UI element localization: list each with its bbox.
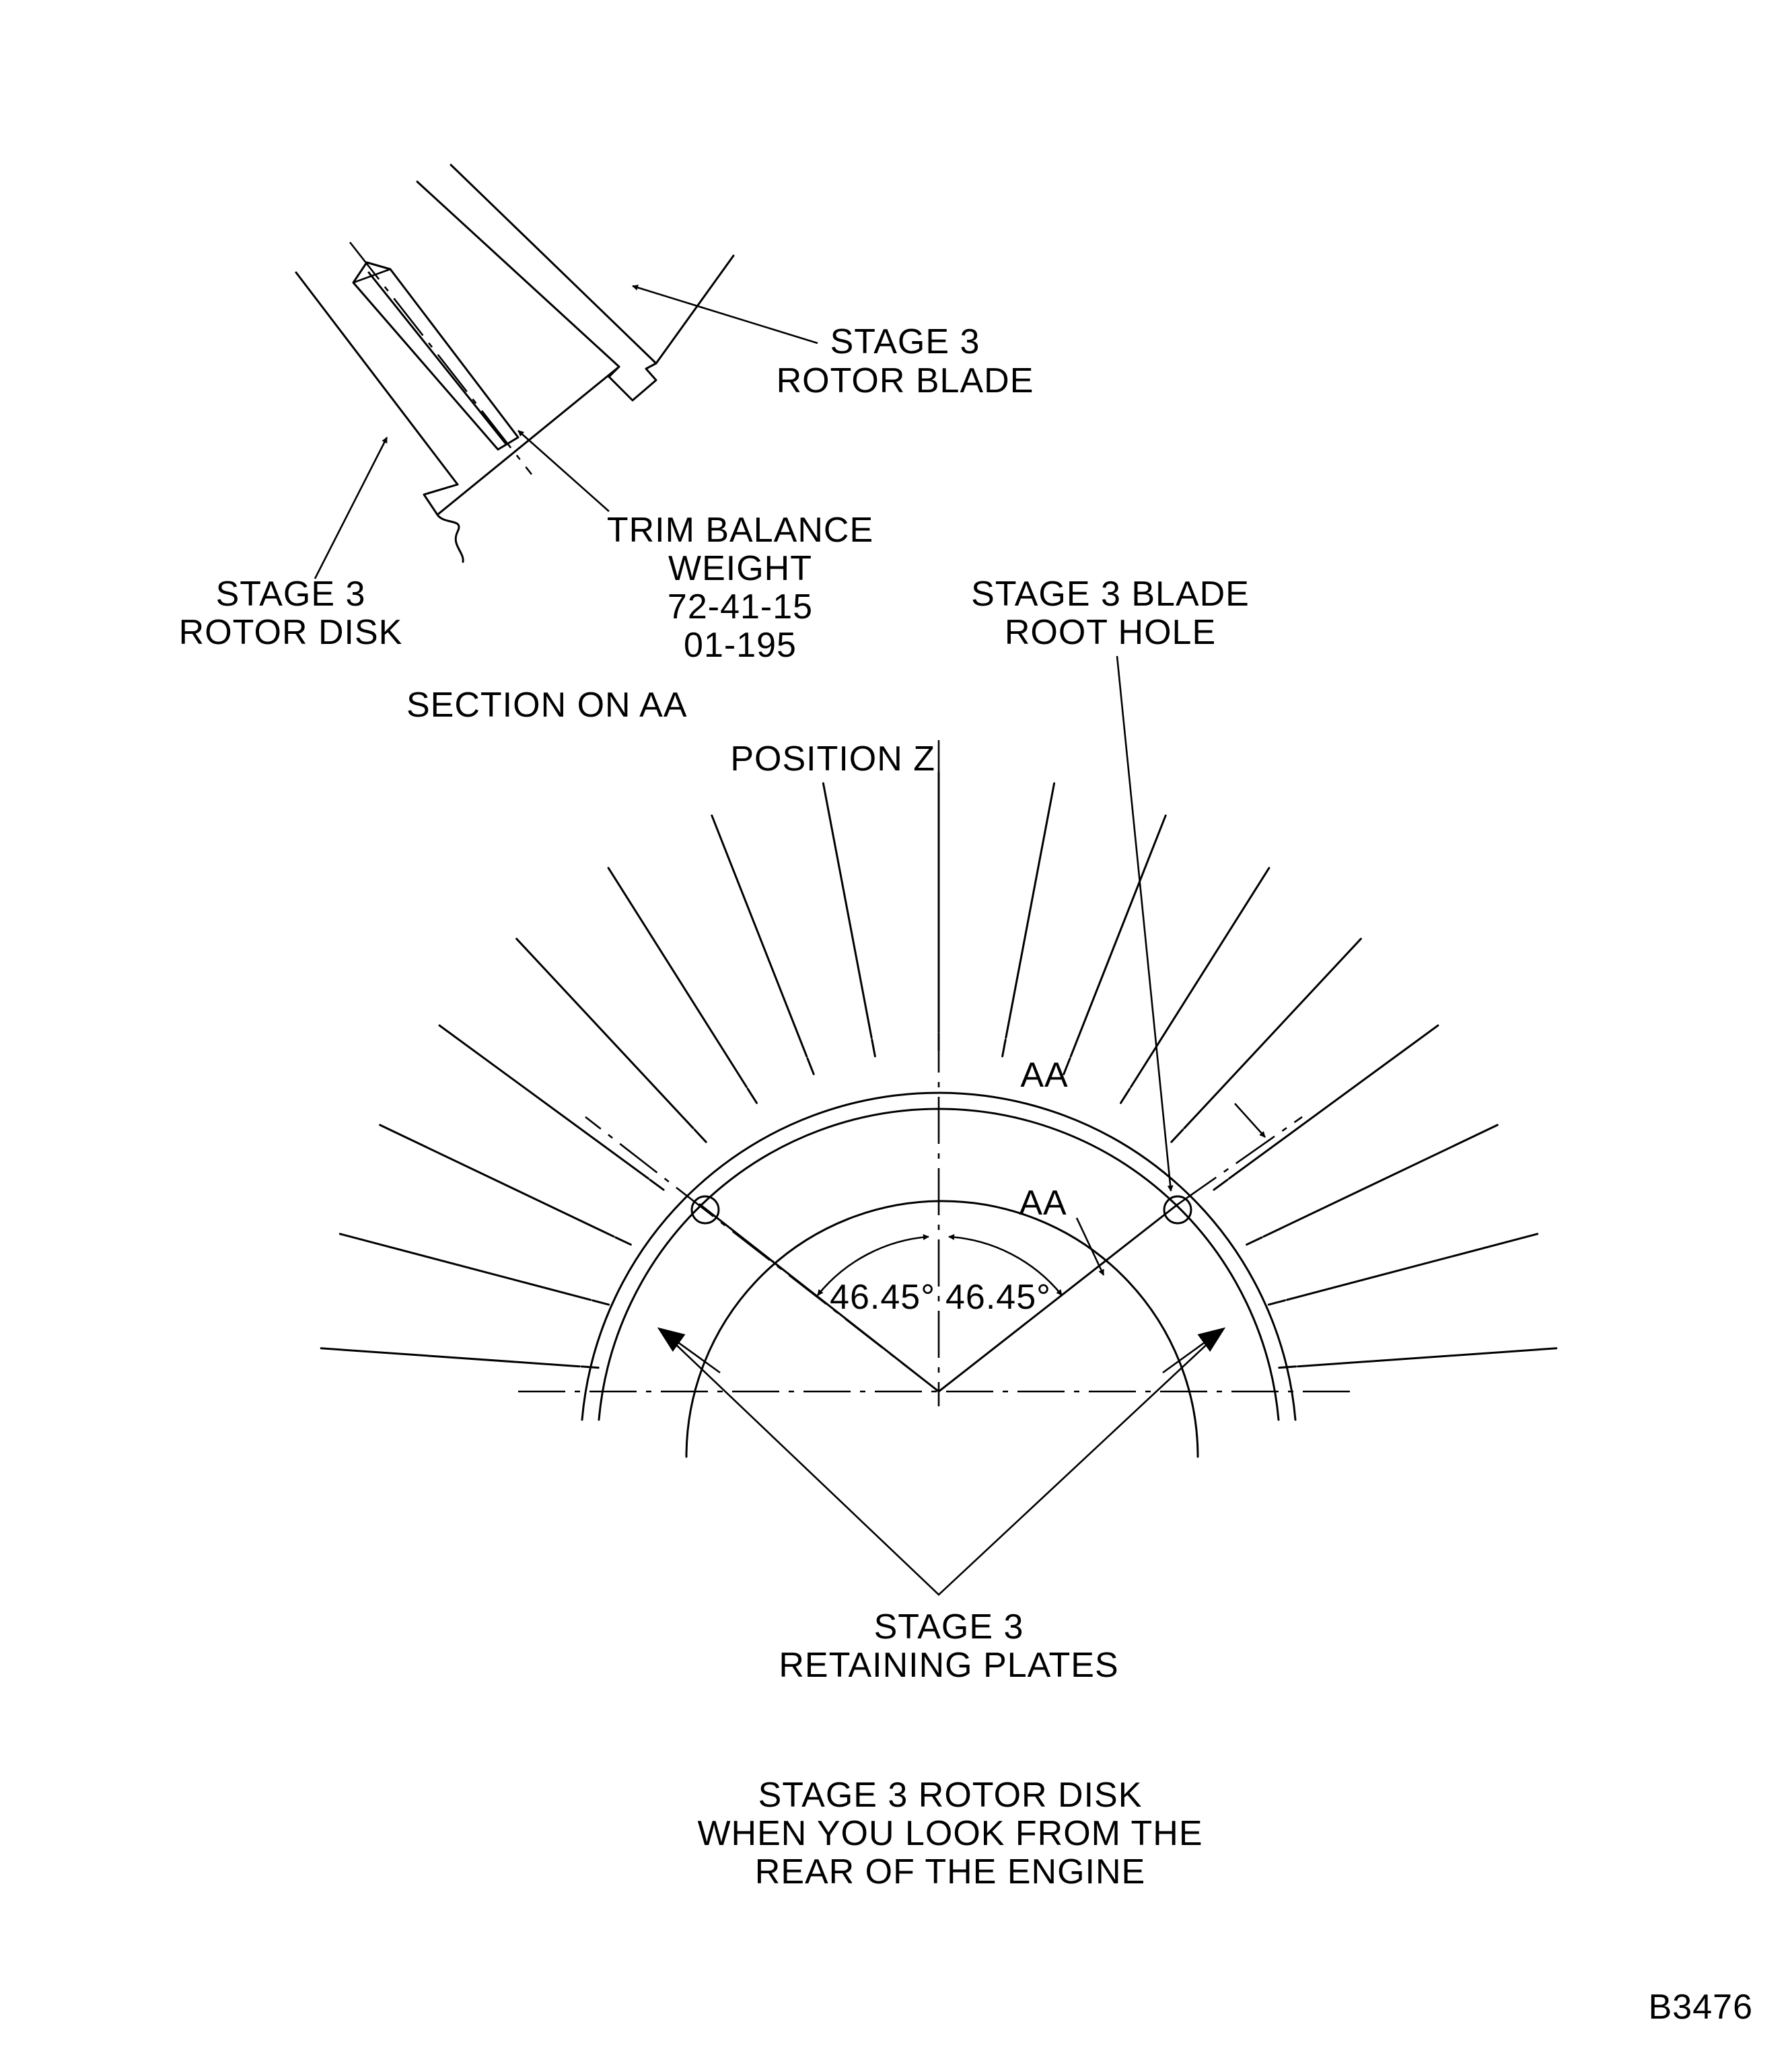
blade-line: [607, 867, 748, 1088]
section-detail: [295, 164, 818, 579]
rim-tick: [614, 1236, 632, 1246]
rim-tick: [1170, 1128, 1184, 1143]
rim-tick: [1120, 1087, 1131, 1104]
blade-line: [320, 1347, 581, 1368]
blade-platform-line: [655, 254, 735, 365]
rim-tick: [1213, 1178, 1229, 1191]
blade-line: [711, 814, 808, 1058]
left-blade-root-hole: [690, 1195, 720, 1225]
disk-view: [320, 655, 1558, 1596]
blade-edge-line: [416, 180, 620, 368]
rotor-blade-leader: [632, 285, 818, 345]
blade-lines: [320, 771, 1558, 1369]
blade-line: [1297, 1347, 1558, 1368]
rim-tick: [746, 1087, 758, 1104]
trim-weight-centerline: [349, 242, 533, 475]
section-title: SECTION ON AA: [406, 686, 688, 725]
rim-tick: [806, 1057, 815, 1075]
blade-line: [1285, 1233, 1539, 1301]
rotor-disk-leader: [314, 437, 388, 579]
figure-id: B3476: [1649, 1988, 1753, 2027]
right-angle-arc: [948, 1234, 1063, 1296]
aa-inner-label: AA: [1019, 1184, 1067, 1223]
right-blade-root-hole: [1163, 1195, 1192, 1225]
root-hole-leader: [1116, 655, 1174, 1192]
right-hole-radial-line: [937, 1203, 1179, 1393]
rim-tick: [1001, 1038, 1007, 1058]
left-retaining-arrow: [657, 1327, 721, 1374]
trim-weight-inner-line: [367, 271, 507, 445]
angle-left-label: 46.45°: [830, 1278, 935, 1317]
angle-right-label: 46.45°: [945, 1278, 1051, 1317]
inner-disk-arc: [685, 1200, 1199, 1458]
retaining-plate-leader: [659, 1328, 1224, 1596]
trim-weight-tip-line: [353, 268, 391, 284]
position-z-label: POSITION Z: [730, 739, 935, 779]
rim-tick: [580, 1365, 600, 1369]
rim-tick: [693, 1128, 707, 1143]
blade-line: [1005, 782, 1056, 1039]
blade-line: [1069, 814, 1167, 1058]
trim-weight-leader: [517, 430, 610, 512]
blade-line: [822, 782, 873, 1039]
left-angle-arc: [816, 1234, 929, 1296]
aa-inner-arrow: [1075, 1217, 1105, 1276]
outer-rim-arc: [581, 1091, 1297, 1421]
aa-outer-arrow: [1234, 1103, 1266, 1138]
rim-tick: [1246, 1236, 1263, 1246]
rim-tick: [1063, 1057, 1071, 1075]
blade-line: [1262, 1124, 1499, 1238]
blade-root-hook: [608, 362, 657, 402]
rim-tick: [1267, 1299, 1286, 1306]
right-retaining-arrow: [1162, 1327, 1226, 1374]
disk-edge-line: [295, 271, 459, 486]
rim-tick: [592, 1299, 610, 1306]
blade-line: [338, 1233, 592, 1301]
left-hole-radial-solid: [698, 1203, 940, 1393]
blade-line: [438, 1024, 650, 1180]
right-radial-extension: [1177, 1116, 1303, 1206]
aa-outer-label: AA: [1020, 1056, 1068, 1095]
blade-line: [379, 1124, 615, 1238]
blade-line: [1227, 1024, 1439, 1180]
disk-break-line: [436, 513, 464, 563]
blade-line: [515, 937, 694, 1130]
blade-edge-line: [450, 164, 657, 365]
inner-rim-arc: [598, 1108, 1280, 1421]
rim-tick: [1278, 1365, 1297, 1369]
disk-rim-step: [423, 365, 620, 516]
blade-line: [1130, 867, 1270, 1088]
rim-tick: [649, 1178, 665, 1191]
rim-tick: [871, 1038, 876, 1058]
blade-line: [1183, 937, 1362, 1130]
